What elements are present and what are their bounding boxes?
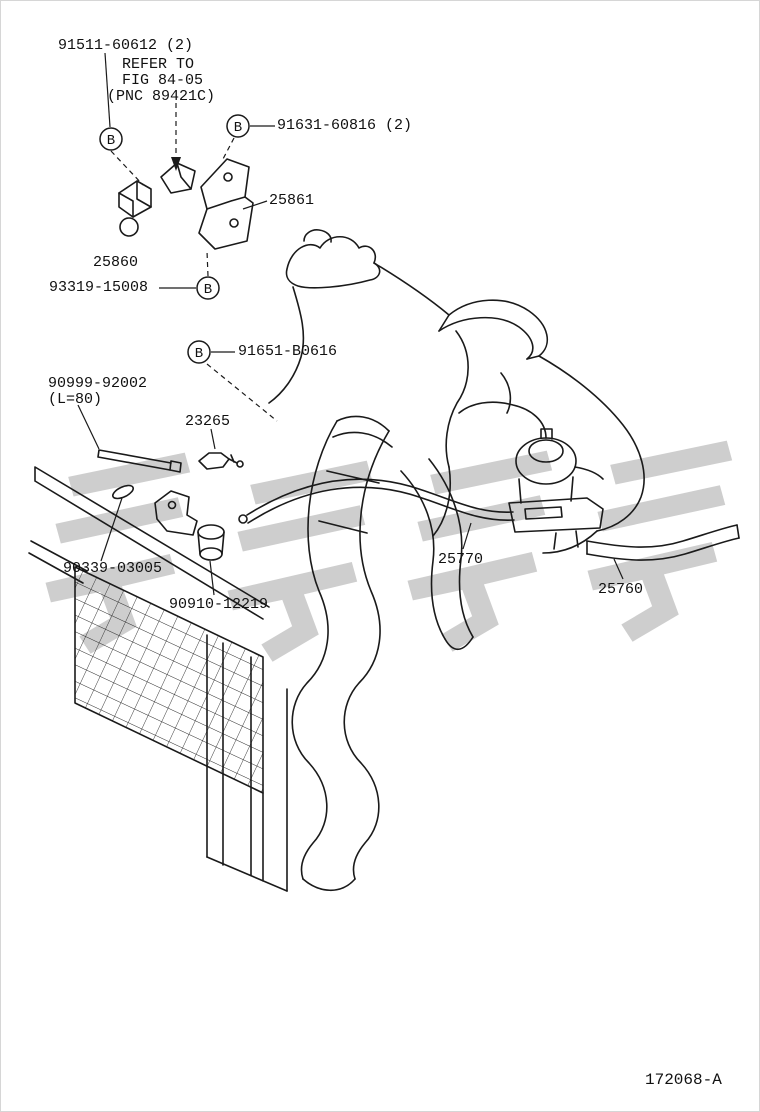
part-25860: [118, 180, 152, 237]
hoses: [238, 299, 740, 891]
part-90999-hose: [97, 449, 182, 473]
part-label-25770: 25770: [438, 551, 484, 568]
part-label-91651-B0616: 91651-B0616: [238, 343, 338, 360]
callout-b-letter: B: [107, 133, 115, 149]
part-label-90339-03005: 90339-03005: [63, 560, 163, 577]
callout-b-circle: [187, 340, 211, 364]
part-90910-grommet: [197, 524, 225, 561]
hose-25760: [586, 524, 740, 561]
part-label-91631-60816: 91631-60816 (2): [277, 117, 413, 134]
leader-lines: [77, 52, 624, 596]
part-label-23265: 23265: [185, 413, 231, 430]
part-label-90999-92002: 90999-92002: [48, 375, 148, 392]
callout-b-letter: B: [195, 346, 203, 362]
pipe-25770: [238, 478, 515, 524]
callout-b-circle: [196, 276, 220, 300]
part-label-90910-12219: 90910-12219: [169, 596, 269, 613]
part-25861: [198, 158, 254, 250]
callout-b-circle: [226, 114, 250, 138]
part-label-25760: 25760: [598, 581, 644, 598]
part-label-25861: 25861: [269, 192, 315, 209]
callout-b-circle: [99, 127, 123, 151]
refer-note-line2: FIG 84-05: [122, 72, 204, 89]
part-label-93319-15008: 93319-15008: [49, 279, 149, 296]
callout-b-letter: B: [204, 282, 212, 298]
part-label-91511-60612: 91511-60612 (2): [58, 37, 194, 54]
part-refer-target: [160, 162, 196, 194]
part-23265: [198, 452, 244, 470]
engine-outline: [268, 229, 645, 554]
figure-code: 172068-A: [645, 1071, 722, 1089]
vacuum-valve-assembly: [458, 401, 604, 550]
refer-arrowhead: [171, 157, 181, 171]
dashed-leaders: [110, 103, 278, 422]
bracket-parts: [97, 158, 254, 561]
callout-markers: B B B B: [99, 114, 250, 364]
callout-b-letter: B: [234, 120, 242, 136]
part-label-90999-length: (L=80): [48, 391, 103, 408]
refer-note-line3: (PNC 89421C): [107, 88, 216, 105]
part-90339-pin: [112, 484, 134, 500]
part-label-25860: 25860: [93, 254, 139, 271]
refer-note-line1: REFER TO: [122, 56, 195, 73]
part-clamp-bracket: [154, 490, 198, 536]
radiator: [28, 466, 288, 892]
